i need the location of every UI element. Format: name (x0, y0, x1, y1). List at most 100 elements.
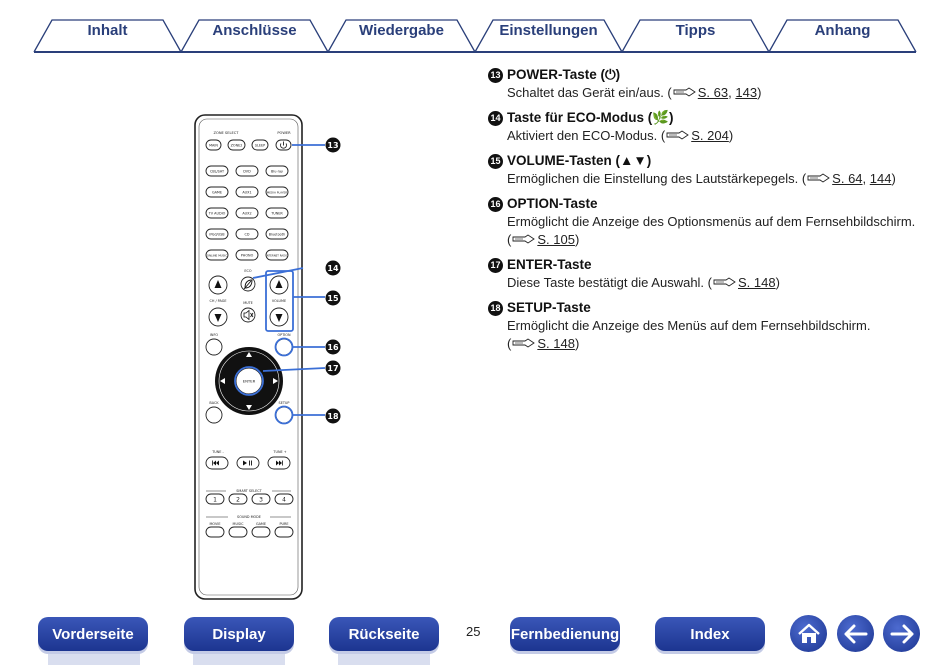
callout-15: 15 (327, 294, 339, 303)
home-icon (797, 623, 820, 643)
index-button[interactable]: Index (655, 617, 765, 651)
page-reference-icon (512, 234, 536, 244)
label-movie: MOVIE (210, 522, 221, 526)
link-page-63[interactable]: S. 63 (697, 85, 729, 100)
item-text: Diese Taste bestätigt die Auswahl. ( (507, 275, 712, 290)
item-number: 14 (488, 110, 503, 126)
btn-enter: ENTER (243, 379, 256, 384)
label-setup: SETUP (279, 401, 290, 405)
label-back: BACK (209, 401, 219, 405)
item-title: OPTION-Taste (507, 196, 598, 211)
label-tune-plus: TUNE + (272, 450, 286, 454)
page-reference-icon (807, 173, 830, 183)
tab-inhalt[interactable]: Inhalt (87, 22, 128, 39)
label-tune-minus: TUNE - (211, 450, 224, 454)
rueckseite-button[interactable]: Rückseite (329, 617, 439, 651)
label-option: OPTION (278, 333, 291, 337)
nav-shadow (48, 651, 140, 665)
label-game-mode: GAME (256, 522, 266, 526)
btn-dvd: DVD (243, 170, 251, 174)
label-eco: ECO (244, 269, 252, 273)
item-text2: ( (507, 336, 512, 351)
remote-illustration: ZONE SELECT POWER MAIN ZONE2 SLEEP CBL/S… (194, 114, 341, 600)
item-number: 15 (488, 153, 503, 169)
link-page-144[interactable]: 144 (869, 171, 892, 186)
nav-shadow (338, 651, 430, 665)
page-reference-icon (666, 130, 690, 140)
item-title: POWER-Taste (⏻) (507, 67, 621, 82)
label-sound-mode: SOUND MODE (237, 515, 261, 519)
label-ch-page: CH / PAGE (209, 299, 226, 303)
item-number: 17 (488, 257, 503, 273)
callout-14: 14 (327, 264, 339, 273)
link-page-143[interactable]: 143 (735, 85, 758, 100)
callout-18: 18 (327, 412, 339, 421)
power-icon (280, 141, 287, 149)
btn-sleep: SLEEP (255, 144, 265, 148)
link-page-148[interactable]: S. 148 (537, 336, 575, 351)
label-music: MUSIC (233, 522, 245, 526)
tab-bar: Inhalt Anschlüsse Wiedergabe Einstellung… (0, 0, 950, 56)
fernbedienung-button[interactable]: Fernbedienung (510, 617, 620, 651)
btn-smart-2: 2 (236, 497, 240, 504)
btn-media-player: MEDIA PLAYER (267, 191, 287, 195)
btn-ipod-usb: iPod/USB (209, 233, 225, 237)
btn-bluetooth: Bluetooth (269, 233, 285, 237)
btn-smart-4: 4 (282, 497, 286, 504)
btn-tuner: TUNER (270, 212, 283, 216)
item-text: Aktiviert den ECO-Modus. ( (507, 128, 666, 143)
item-number: 13 (488, 67, 503, 83)
item-number: 16 (488, 196, 503, 212)
callout-13: 13 (327, 141, 338, 150)
back-button[interactable] (837, 615, 874, 652)
link-page-148[interactable]: S. 148 (738, 275, 776, 290)
page-reference-icon (713, 277, 736, 287)
vorderseite-button[interactable]: Vorderseite (38, 617, 148, 651)
label-zone-select: ZONE SELECT (214, 131, 240, 135)
btn-smart-3: 3 (259, 497, 263, 504)
eco-leaf-icon (243, 279, 253, 290)
btn-smart-1: 1 (213, 497, 217, 504)
item-title: VOLUME-Tasten (▲▼) (507, 153, 652, 168)
nav-shadow (193, 651, 285, 665)
item-tail: ) (728, 128, 734, 143)
item-text: Ermöglicht die Anzeige des Optionsmenüs … (507, 214, 916, 229)
item-tail: ) (574, 336, 580, 351)
desc-item-enter: 17 ENTER-Taste Diese Taste bestätigt die … (488, 256, 928, 292)
btn-game: GAME (212, 191, 222, 195)
item-text2: ( (507, 232, 512, 247)
item-title: ENTER-Taste (507, 257, 592, 272)
tab-wiedergabe[interactable]: Wiedergabe (359, 22, 444, 39)
forward-button[interactable] (883, 615, 920, 652)
link-page-64[interactable]: S. 64 (832, 171, 863, 186)
link-page-204[interactable]: S. 204 (691, 128, 729, 143)
home-button[interactable] (790, 615, 827, 652)
page-reference-icon (673, 87, 696, 97)
tab-anschluesse[interactable]: Anschlüsse (212, 22, 297, 39)
callout-16: 16 (327, 343, 339, 352)
mute-icon (243, 309, 254, 321)
playback-icons (212, 460, 283, 466)
item-number: 18 (488, 300, 503, 316)
item-tail: ) (574, 232, 580, 247)
page-number: 25 (466, 624, 481, 639)
label-pure: PURE (279, 522, 288, 526)
item-text: Ermöglicht die Anzeige des Menüs auf dem… (507, 318, 871, 333)
link-page-105[interactable]: S. 105 (537, 232, 575, 247)
page-reference-icon (512, 338, 536, 348)
label-info: INFO (210, 333, 218, 337)
tab-anhang[interactable]: Anhang (814, 22, 871, 39)
label-smart-select: SMART SELECT (236, 489, 262, 493)
item-tail: ) (757, 85, 762, 100)
tab-einstellungen[interactable]: Einstellungen (499, 22, 598, 39)
btn-online-music: ONLINE MUSIC (207, 254, 227, 258)
btn-aux2: AUX2 (242, 212, 251, 216)
callout-17: 17 (327, 364, 338, 373)
btn-phono: PHONO (241, 254, 254, 258)
tab-tipps[interactable]: Tipps (675, 22, 716, 39)
btn-aux1: AUX1 (242, 191, 251, 195)
btn-tv-audio: TV AUDIO (208, 212, 226, 216)
display-button[interactable]: Display (184, 617, 294, 651)
